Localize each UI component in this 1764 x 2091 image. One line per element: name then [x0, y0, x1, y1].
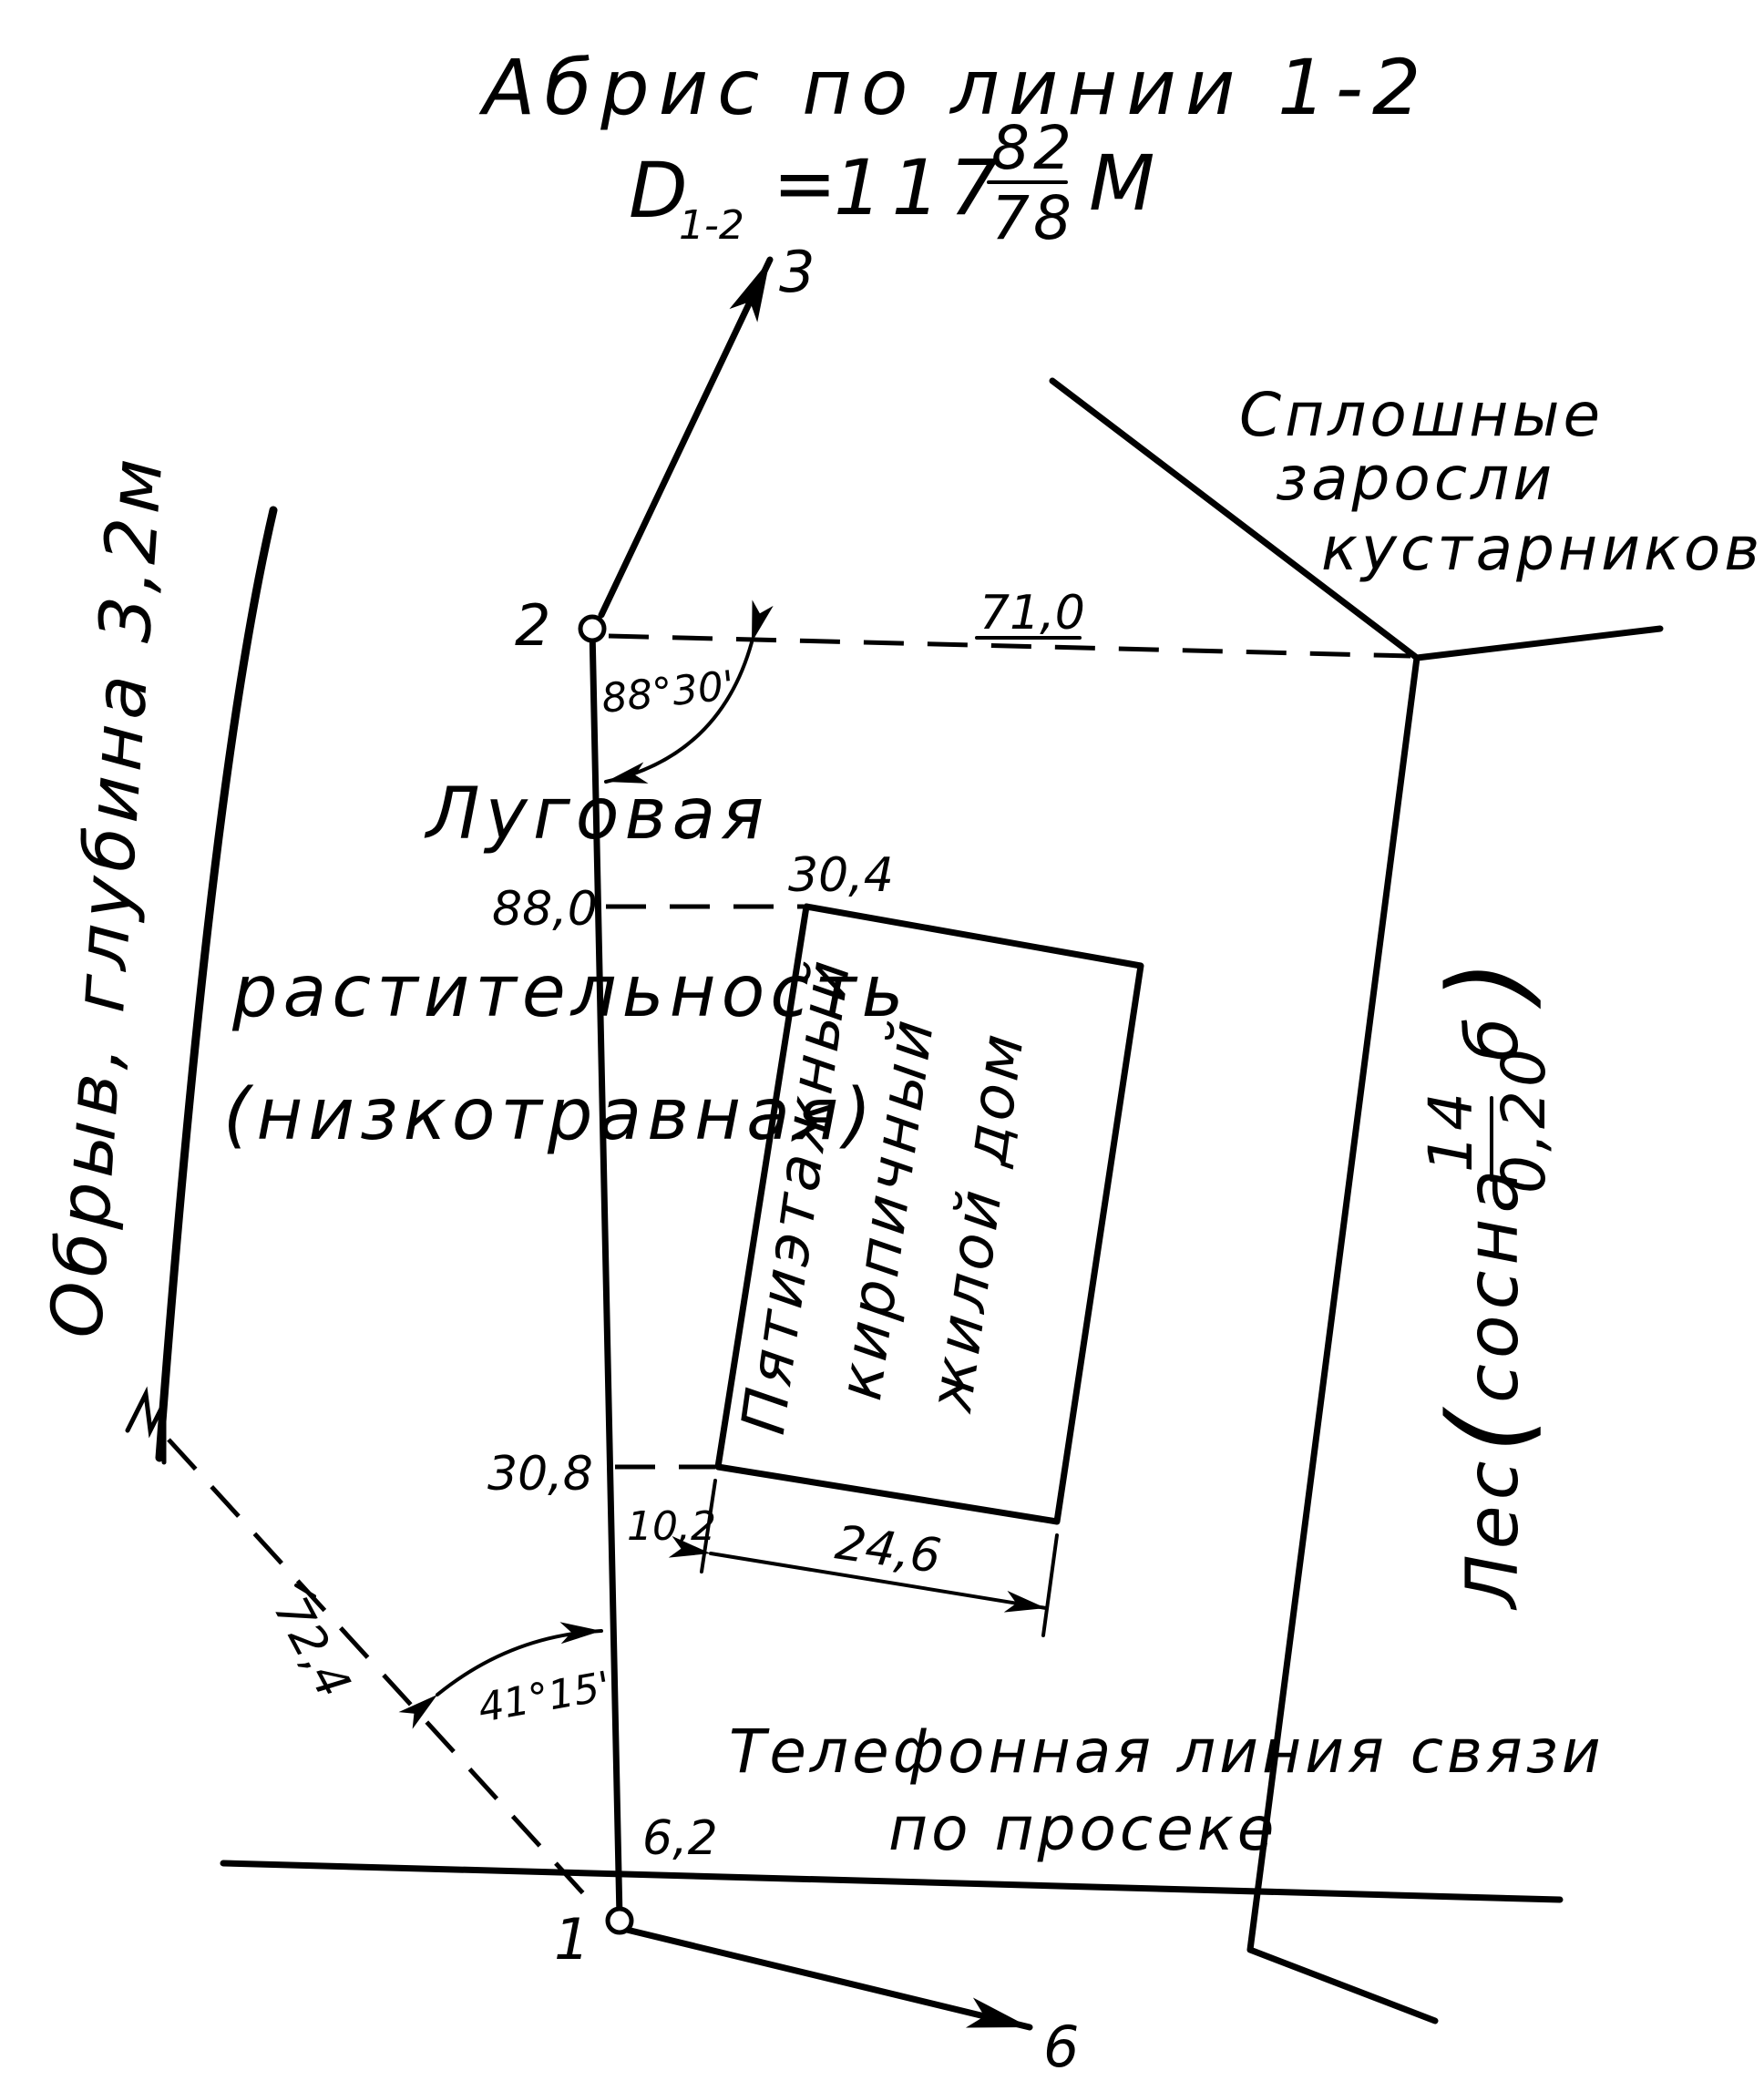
station-2-label: 2 — [515, 592, 550, 659]
forest-paren-open: ( — [1426, 1405, 1553, 1453]
cliff-offset-value: 72,4 — [263, 1588, 361, 1707]
shrubs-label-3: кустарников — [1321, 514, 1763, 584]
distance-subscript: 1-2 — [679, 202, 744, 249]
angle-top-arc — [604, 600, 774, 784]
phone-line-chainage: 6,2 — [642, 1811, 718, 1866]
distance-formula: D 1-2 = 117 82 78 М — [629, 113, 1164, 253]
forest-species: сосна — [1452, 1164, 1534, 1403]
sketch-title: Абрис по линии 1-2 — [478, 43, 1430, 132]
station-2-marker — [578, 614, 607, 643]
phone-line — [220, 1860, 1564, 1903]
angle-bottom-value: 41°15' — [475, 1663, 614, 1732]
station-1-marker — [605, 1906, 634, 1935]
phone-label-2: по просеке — [888, 1794, 1277, 1864]
phone-label-1: Телефонная линия связи — [729, 1717, 1605, 1787]
meadow-label-3: (низкотравная) — [223, 1074, 877, 1156]
forest-height: 14 — [1416, 1089, 1486, 1173]
shrubs-label-1: Сплошные — [1239, 380, 1604, 450]
cliff-edge — [155, 506, 278, 1462]
forest-label: Лес ( сосна 14 0,20 б ) — [1416, 954, 1559, 1611]
forest-diameter: 0,20 — [1489, 1045, 1559, 1194]
forest-word: Лес — [1452, 1455, 1534, 1611]
distance-equals: = — [773, 138, 846, 228]
width-extension-right — [1041, 1533, 1059, 1637]
house-top-offset: 30,4 — [788, 848, 894, 903]
distance-denominator: 78 — [991, 183, 1075, 253]
house-bottom-offset: 10,2 — [627, 1503, 716, 1550]
meadow-label-1: Луговая — [424, 774, 769, 856]
cliff-label: Обрыв, глубина 3,2м — [36, 451, 179, 1340]
distance-value: 117 — [834, 143, 1007, 232]
shrubs-label-2: заросли — [1276, 444, 1555, 514]
house-outline — [714, 903, 1144, 1525]
cliff-hatch — [125, 1386, 167, 1465]
traverse-line-1-6 — [623, 1926, 1033, 2031]
offset-cliff — [167, 1438, 585, 1895]
forest-boundary — [1246, 654, 1439, 2024]
house-width-dimension — [668, 1535, 1048, 1613]
distance-unit: М — [1089, 138, 1164, 228]
traverse-line-1-2 — [589, 625, 623, 1922]
house-width-value: 24,6 — [832, 1515, 944, 1584]
distance-numerator: 82 — [991, 113, 1075, 183]
forest-paren-close: ) — [1426, 954, 1553, 1010]
offset-shrubs-value: 71,0 — [979, 586, 1085, 641]
station-6-label: 6 — [1043, 2014, 1079, 2080]
distance-symbol: D — [629, 146, 697, 235]
station-1-label: 1 — [554, 1906, 590, 1973]
traverse-line-2-3 — [598, 256, 774, 619]
house-bottom-chainage: 30,8 — [487, 1447, 593, 1502]
cliff-offset-tick — [294, 1584, 316, 1598]
station-3-label: 3 — [779, 239, 815, 305]
angle-bottom-arc — [398, 1622, 603, 1729]
house-top-chainage: 88,0 — [492, 882, 598, 937]
forest-class: б — [1452, 1012, 1534, 1061]
